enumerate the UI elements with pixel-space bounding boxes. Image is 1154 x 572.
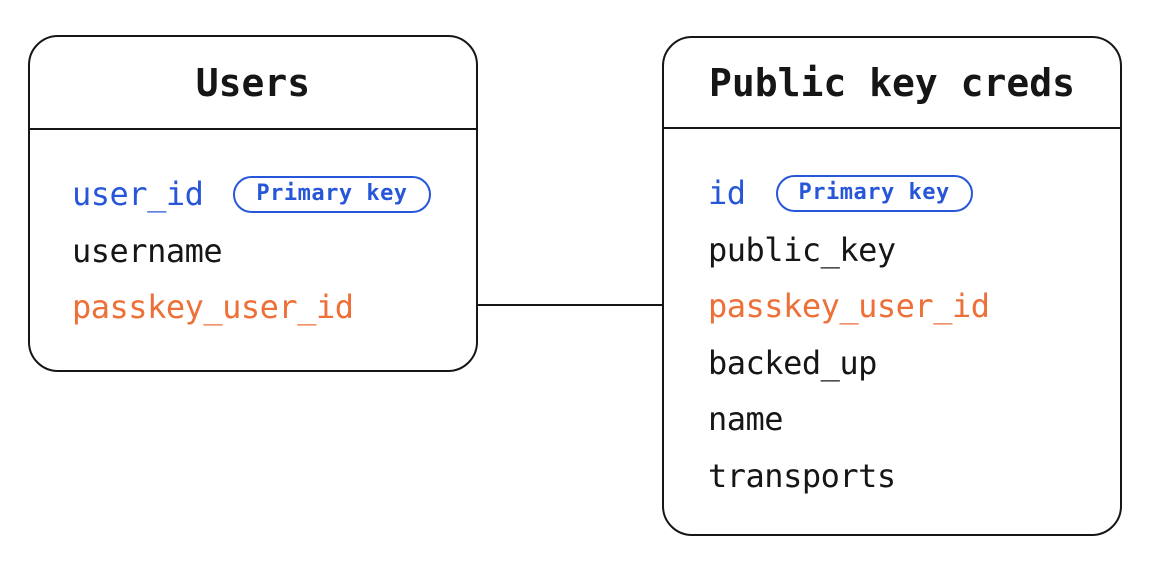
table-users-fields: user_id Primary key username passkey_user_i… xyxy=(30,130,476,336)
field-name: passkey_user_id xyxy=(708,287,990,326)
field-row-backed_up: backed_up xyxy=(708,335,1120,392)
field-row-passkey_user_id: passkey_user_id xyxy=(72,279,476,336)
table-users: Users user_id Primary key username passkey_… xyxy=(28,35,478,372)
field-name: name xyxy=(708,400,784,439)
field-row-transports: transports xyxy=(708,448,1120,505)
field-name: passkey_user_id xyxy=(72,288,354,327)
relationship-line xyxy=(478,304,662,306)
field-row-username: username xyxy=(72,223,476,280)
primary-key-badge: Primary key xyxy=(233,175,431,213)
field-name: user_id xyxy=(72,175,204,214)
field-name: id xyxy=(708,174,746,213)
field-name: public_key xyxy=(708,230,896,269)
field-row-public_key: public_key xyxy=(708,222,1120,279)
table-public-key-creds-title: Public key creds xyxy=(708,60,1076,105)
field-name: transports xyxy=(708,456,896,495)
table-public-key-creds: Public key creds id Primary key public_key… xyxy=(662,36,1122,536)
field-row-id: id Primary key xyxy=(708,165,1120,222)
field-row-user_id: user_id Primary key xyxy=(72,166,476,223)
field-row-name: name xyxy=(708,391,1120,448)
field-name: username xyxy=(72,231,223,270)
table-users-header: Users xyxy=(30,37,476,130)
table-users-title: Users xyxy=(195,60,311,105)
table-public-key-creds-header: Public key creds xyxy=(664,38,1120,129)
field-row-passkey_user_id: passkey_user_id xyxy=(708,278,1120,335)
primary-key-badge: Primary key xyxy=(775,174,973,212)
field-name: backed_up xyxy=(708,343,877,382)
